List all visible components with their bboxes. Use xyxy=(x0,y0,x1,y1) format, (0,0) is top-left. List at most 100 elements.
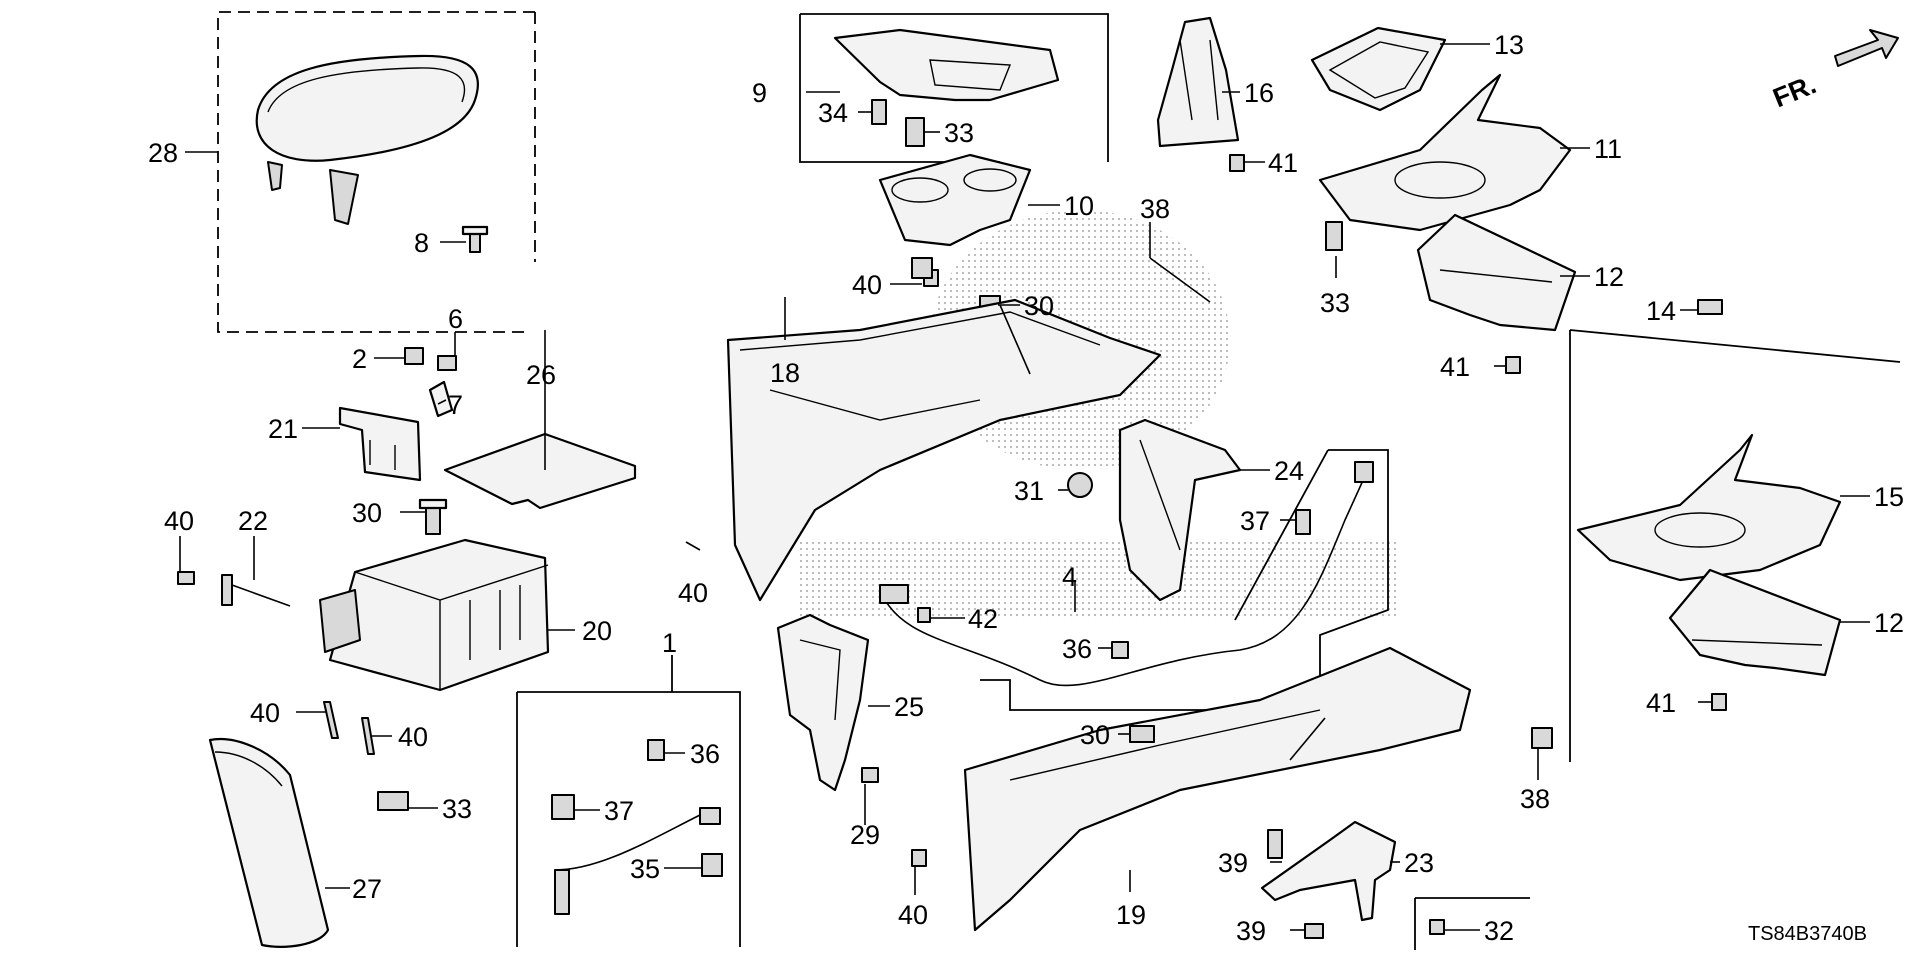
cup-holder xyxy=(878,153,1032,247)
screw-40-box-b xyxy=(361,717,375,755)
clip-33-lower xyxy=(377,791,409,811)
callout-35: 35 xyxy=(630,854,660,884)
console-side-lower xyxy=(963,646,1472,932)
callout-26: 26 xyxy=(526,360,556,390)
clip-32 xyxy=(1429,919,1445,935)
callout-28: 28 xyxy=(148,138,178,168)
clip-37-group xyxy=(551,794,575,820)
callout-40f: 40 xyxy=(898,900,928,930)
callout-38b: 38 xyxy=(1520,784,1550,814)
group-frames xyxy=(217,11,1901,950)
callout-8: 8 xyxy=(414,228,429,258)
shift-trim-ring xyxy=(1310,26,1447,112)
leader-lines xyxy=(179,43,1870,931)
bolt-29 xyxy=(861,767,879,783)
callout-33c: 33 xyxy=(1320,288,1350,318)
front-direction-marker xyxy=(1834,29,1899,67)
callout-41b: 41 xyxy=(1440,352,1470,382)
callout-labels: 28 8 2 6 7 21 26 30 40 22 20 40 40 33 27… xyxy=(148,30,1904,946)
callout-20: 20 xyxy=(582,616,612,646)
fastener-8 xyxy=(461,225,489,253)
clip-14 xyxy=(1697,299,1723,315)
callout-15: 15 xyxy=(1874,482,1904,512)
storage-tray-upper xyxy=(1416,213,1577,332)
callout-13: 13 xyxy=(1494,30,1524,60)
clip-7 xyxy=(428,380,454,418)
callout-11: 11 xyxy=(1594,134,1622,164)
callout-39a: 39 xyxy=(1218,848,1248,878)
callout-19: 19 xyxy=(1116,900,1146,930)
callout-25: 25 xyxy=(894,692,924,722)
callout-40c: 40 xyxy=(398,722,428,752)
screw-41-tray-upper xyxy=(1505,356,1521,374)
callout-40b: 40 xyxy=(250,698,280,728)
center-panel-15 xyxy=(1576,433,1842,582)
callout-22: 22 xyxy=(238,506,268,536)
screw-41-tray-lower xyxy=(1711,693,1727,711)
callout-14: 14 xyxy=(1646,296,1676,326)
callout-33b: 33 xyxy=(944,118,974,148)
clip-38-top xyxy=(911,257,933,279)
clip-2 xyxy=(404,347,424,365)
callout-10: 10 xyxy=(1064,191,1094,221)
console-bracket-24 xyxy=(1118,418,1242,602)
callout-12a: 12 xyxy=(1594,262,1624,292)
callout-41a: 41 xyxy=(1268,148,1298,178)
callout-23: 23 xyxy=(1404,848,1434,878)
callout-27: 27 xyxy=(352,874,382,904)
clip-34 xyxy=(871,99,887,125)
clip-33-right xyxy=(1325,221,1343,251)
callout-40e: 40 xyxy=(678,578,708,608)
callout-41c: 41 xyxy=(1646,688,1676,718)
rear-panel xyxy=(208,737,330,948)
shift-bracket-9 xyxy=(833,28,1060,102)
clip-42 xyxy=(917,607,931,623)
screw-41-boot xyxy=(1229,154,1245,172)
callout-7: 7 xyxy=(448,390,463,420)
callout-4: 4 xyxy=(1062,562,1077,592)
callout-1: 1 xyxy=(662,628,677,658)
console-side-upper xyxy=(726,298,1162,602)
shift-boot xyxy=(1156,16,1240,148)
callout-2: 2 xyxy=(352,344,367,374)
callout-31: 31 xyxy=(1014,476,1044,506)
clip-37-mid xyxy=(1295,509,1311,535)
release-rod xyxy=(221,574,291,607)
sub-harness xyxy=(554,807,721,915)
screw-40-box-a xyxy=(323,701,339,739)
screw-40-lower xyxy=(911,849,927,867)
callout-39b: 39 xyxy=(1236,916,1266,946)
clip-35 xyxy=(701,853,723,877)
clip-33-top xyxy=(905,117,925,147)
clip-38-lower xyxy=(1531,727,1553,749)
callout-32: 32 xyxy=(1484,916,1514,946)
callout-38a: 38 xyxy=(1140,194,1170,224)
callout-37b: 37 xyxy=(604,796,634,826)
console-box xyxy=(319,538,550,692)
callout-30c: 30 xyxy=(1080,720,1110,750)
wire-harness xyxy=(879,461,1374,687)
callout-6: 6 xyxy=(448,304,463,334)
callout-24: 24 xyxy=(1274,456,1304,486)
callout-33a: 33 xyxy=(442,794,472,824)
screw-40-left xyxy=(177,571,195,585)
bolt-30-lower xyxy=(1129,725,1155,743)
callout-29: 29 xyxy=(850,820,880,850)
callout-16: 16 xyxy=(1244,78,1274,108)
bolt-30-box xyxy=(418,498,448,535)
callout-21: 21 xyxy=(268,414,298,444)
callout-34: 34 xyxy=(818,98,848,128)
callout-42: 42 xyxy=(968,604,998,634)
bracket-plate-21 xyxy=(338,406,422,482)
center-panel xyxy=(1318,73,1572,232)
drawing-code: TS84B3740B xyxy=(1748,923,1867,945)
callout-37a: 37 xyxy=(1240,506,1270,536)
callout-18: 18 xyxy=(770,358,800,388)
armrest-lid xyxy=(255,54,480,225)
bracket-23 xyxy=(1260,820,1397,922)
callout-12b: 12 xyxy=(1874,608,1904,638)
callout-30b: 30 xyxy=(1024,291,1054,321)
clip-36-group xyxy=(647,739,665,761)
callout-36b: 36 xyxy=(690,739,720,769)
callout-36a: 36 xyxy=(1062,634,1092,664)
